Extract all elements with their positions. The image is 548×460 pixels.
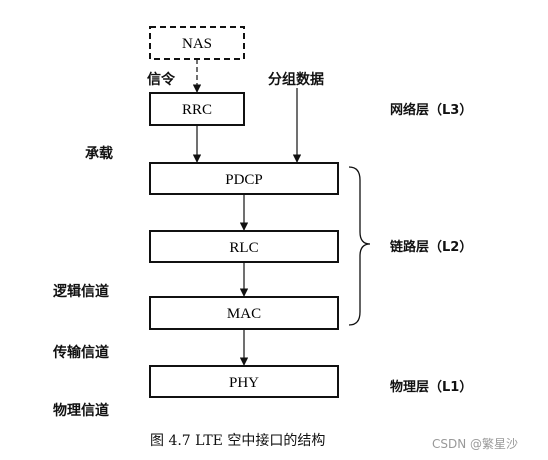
- l2-brace: [348, 166, 371, 326]
- layer-l2-label: 链路层（L2）: [390, 240, 473, 255]
- nas-label: NAS: [182, 36, 212, 52]
- layer-l3-label: 网络层（L3）: [390, 103, 473, 118]
- watermark: CSDN @繁星沙: [432, 437, 519, 451]
- phy-box: [149, 365, 339, 398]
- rrc-label: RRC: [182, 102, 212, 118]
- figure-caption: 图 4.7 LTE 空中接口的结构: [150, 433, 326, 449]
- logical-channel-label: 逻辑信道: [53, 284, 109, 300]
- rlc-label: RLC: [229, 240, 258, 256]
- pdcp-label: PDCP: [225, 172, 263, 188]
- layer-l1-label: 物理层（L1）: [390, 380, 473, 395]
- mac-label: MAC: [227, 306, 261, 322]
- signaling-label: 信令: [147, 72, 175, 88]
- transport-channel-label: 传输信道: [53, 345, 109, 361]
- phy-label: PHY: [229, 375, 259, 391]
- physical-channel-label: 物理信道: [53, 403, 109, 419]
- bearer-label: 承载: [85, 146, 113, 162]
- packet-data-label: 分组数据: [268, 72, 324, 88]
